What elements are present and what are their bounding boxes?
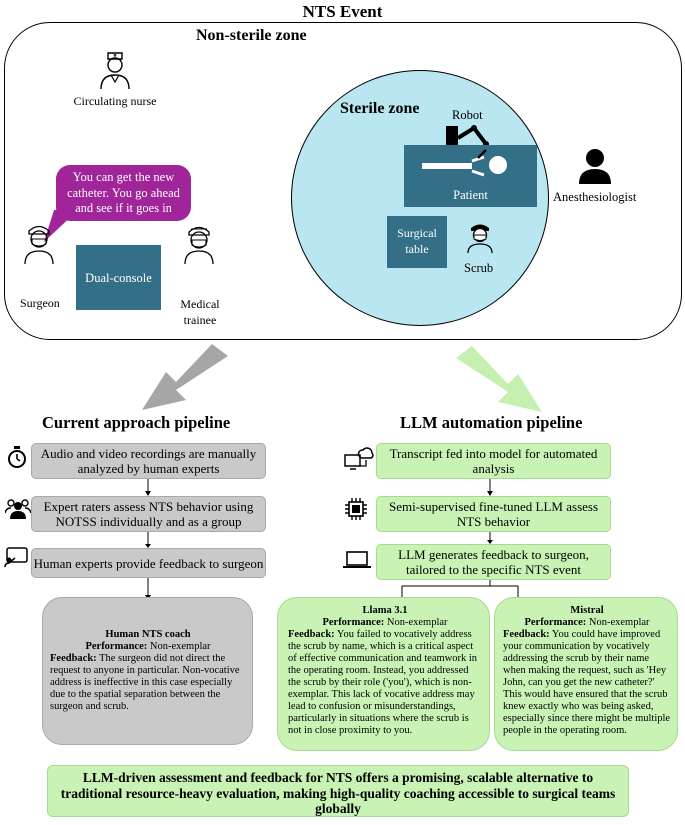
raters-icon bbox=[5, 499, 31, 519]
sterile-zone-label: Sterile zone bbox=[340, 100, 420, 117]
human-coach-feedback: Feedback: The surgeon did not direct the… bbox=[50, 653, 240, 712]
scrub-label: Scrub bbox=[464, 261, 494, 275]
human-coach-performance: Performance: Non-exemplar bbox=[85, 641, 211, 652]
llama-text: Llama 3.1 Performance: Non-exemplar Feed… bbox=[288, 605, 482, 737]
scrub-icon bbox=[467, 224, 493, 254]
nonsterile-zone-label: Non-sterile zone bbox=[196, 27, 307, 44]
left-connectors bbox=[145, 479, 151, 600]
mistral-text: Mistral Performance: Non-exemplar Feedba… bbox=[503, 605, 671, 737]
nurse-icon bbox=[100, 52, 130, 90]
mistral-card bbox=[494, 597, 678, 751]
chip-icon bbox=[345, 498, 367, 520]
right-connectors bbox=[401, 479, 519, 600]
speech-bubble: You can get the new catheter. You go ahe… bbox=[56, 165, 191, 221]
patient-icon bbox=[422, 149, 507, 177]
human-coach-card bbox=[42, 597, 253, 745]
surgeon-label: Surgeon bbox=[20, 296, 60, 310]
human-coach-title: Human NTS coach bbox=[105, 629, 191, 640]
anesthesiologist-label: Anesthesiologist bbox=[553, 190, 637, 204]
llama-performance: Performance: Non-exemplar bbox=[322, 617, 448, 628]
nonsterile-zone bbox=[4, 22, 682, 340]
llama-card bbox=[277, 597, 490, 751]
conclusion-box: LLM-driven assessment and feedback for N… bbox=[47, 765, 629, 817]
patient-table bbox=[404, 145, 537, 207]
mistral-title: Mistral bbox=[570, 605, 604, 616]
laptop-icon bbox=[343, 551, 371, 568]
right-step-1: Transcript fed into model for automated … bbox=[376, 443, 611, 479]
surgical-table-label: Surgical table bbox=[397, 226, 437, 256]
mistral-feedback: Feedback: You could have improved your c… bbox=[503, 629, 671, 736]
llama-feedback: Feedback: You failed to vocatively addre… bbox=[288, 629, 478, 736]
surgical-table bbox=[387, 216, 447, 268]
presentation-icon bbox=[4, 547, 28, 567]
left-step-1: Audio and video recordings are manually … bbox=[31, 443, 266, 479]
stopwatch-icon bbox=[8, 446, 26, 468]
anesthesiologist-icon bbox=[579, 149, 611, 184]
right-step-2: Semi-supervised fine-tuned LLM assess NT… bbox=[376, 496, 611, 532]
gray-arrow bbox=[142, 344, 228, 410]
llama-title: Llama 3.1 bbox=[362, 605, 408, 616]
mistral-performance: Performance: Non-exemplar bbox=[524, 617, 650, 628]
right-heading: LLM automation pipeline bbox=[400, 413, 583, 432]
robot-label: Robot bbox=[452, 108, 483, 122]
cloud-computer-icon bbox=[344, 447, 374, 470]
page-title: NTS Event bbox=[302, 2, 383, 21]
left-heading: Current approach pipeline bbox=[42, 413, 231, 432]
medical-trainee-label: Medical trainee bbox=[180, 297, 220, 327]
surgeon-icon bbox=[24, 225, 54, 265]
trainee-icon bbox=[184, 226, 214, 265]
left-step-3: Human experts provide feedback to surgeo… bbox=[31, 548, 266, 578]
patient-label: Patient bbox=[453, 188, 488, 202]
circulating-nurse-label: Circulating nurse bbox=[73, 94, 157, 108]
dual-console-label: Dual-console bbox=[85, 271, 152, 285]
dual-console bbox=[76, 245, 161, 310]
human-coach-text: Human NTS coach Performance: Non-exempla… bbox=[50, 629, 246, 713]
left-step-2: Expert raters assess NTS behavior using … bbox=[31, 496, 266, 532]
right-step-3: LLM generates feedback to surgeon, tailo… bbox=[376, 544, 611, 580]
green-arrow bbox=[456, 346, 542, 412]
